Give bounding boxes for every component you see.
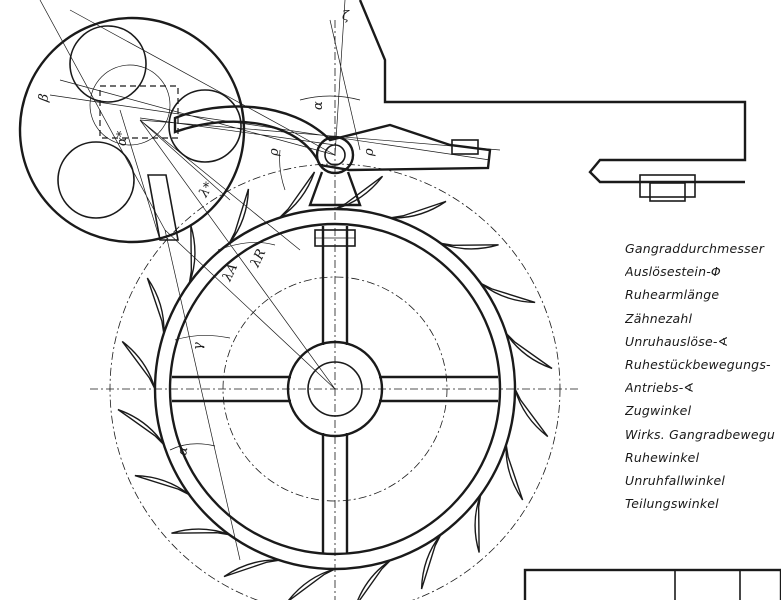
escape-wheel-tooth [334, 175, 384, 210]
symbol-beta: β [36, 93, 52, 104]
escape-wheel-tooth [474, 494, 482, 553]
legend-item: Antriebs-∢ [625, 380, 695, 396]
legend-item: Unruhfallwinkel [625, 472, 726, 488]
symbol-lambda-star: λ* [196, 179, 217, 201]
pallet-foot [308, 171, 362, 207]
angle-arcs [169, 95, 361, 451]
wheel-spokes [172, 226, 498, 553]
balance-hole-right [168, 89, 242, 163]
symbol-rho-right: ρ [362, 148, 377, 157]
escape-wheel-tooth [228, 188, 250, 244]
wheel-rim-inner [168, 222, 502, 556]
legend-item: Wirks. Gangradbewegu [625, 426, 776, 442]
escape-wheel-tooth [117, 408, 165, 446]
escape-wheel-tooth [146, 277, 165, 334]
symbol-lambda-a: λA [220, 261, 241, 284]
wheel-rim-outer [153, 207, 517, 571]
escape-wheel-tooth [223, 559, 280, 578]
legend-item: Ruhearmlänge [625, 287, 720, 303]
escape-wheel-tooth [357, 559, 392, 600]
symbol-alpha-top: α [311, 101, 326, 110]
legend-item: Ruhewinkel [625, 449, 700, 465]
balance-small-circle [89, 64, 171, 146]
wheel-inner-dash-circle [222, 276, 448, 502]
escape-wheel-tooth [287, 568, 336, 600]
legend-item: Gangraddurchmesser [625, 241, 765, 256]
escape-wheel-tooth [480, 282, 536, 304]
legend-item: Unruhauslöse-∢ [625, 333, 729, 349]
symbol-rho-left: ρ [267, 148, 282, 157]
title-block [523, 568, 781, 600]
balance-hole-top [69, 25, 147, 103]
lever-screw [451, 139, 479, 155]
escape-wheel-tooth [420, 534, 442, 590]
symbol-lambda-r: λR [248, 247, 270, 271]
symbol-alpha-star: α* [115, 130, 130, 146]
legend-item: Teilungswinkel [625, 496, 719, 512]
escape-wheel-tooth [514, 388, 549, 438]
escape-wheel-tooth [188, 225, 196, 284]
legend-item: Auslösestein-Φ [625, 264, 721, 280]
escape-wheel-teeth [117, 171, 553, 600]
escape-wheel-tooth [390, 200, 447, 219]
escape-wheel-tooth [121, 340, 156, 390]
legend-item: Zähnezahl [625, 310, 693, 326]
wheel-hub-outer [286, 340, 384, 438]
escape-wheel-tooth [134, 474, 190, 496]
symbol-gamma: γ [191, 342, 206, 350]
escape-wheel-tooth [278, 171, 316, 219]
balance-hole-bottom [57, 141, 135, 219]
frame-screw [639, 174, 696, 198]
symbol-alpha-bottom: α [175, 445, 191, 456]
escape-wheel-tooth [171, 528, 230, 536]
balance-disc [18, 16, 246, 244]
escape-wheel-tooth [505, 332, 553, 370]
frame-plate [358, 0, 747, 184]
escape-wheel-tooth [505, 444, 524, 501]
balance-notch [147, 174, 179, 241]
legend-item: Zugwinkel [625, 403, 692, 419]
frame-screw-head [649, 182, 686, 202]
symbol-zeta: ζ [342, 9, 350, 24]
legend-item: Ruhestückbewegungs- [625, 356, 771, 372]
construction-lines [39, 0, 501, 561]
escape-wheel-tooth [440, 242, 499, 250]
wheel-hub-inner [307, 361, 363, 417]
